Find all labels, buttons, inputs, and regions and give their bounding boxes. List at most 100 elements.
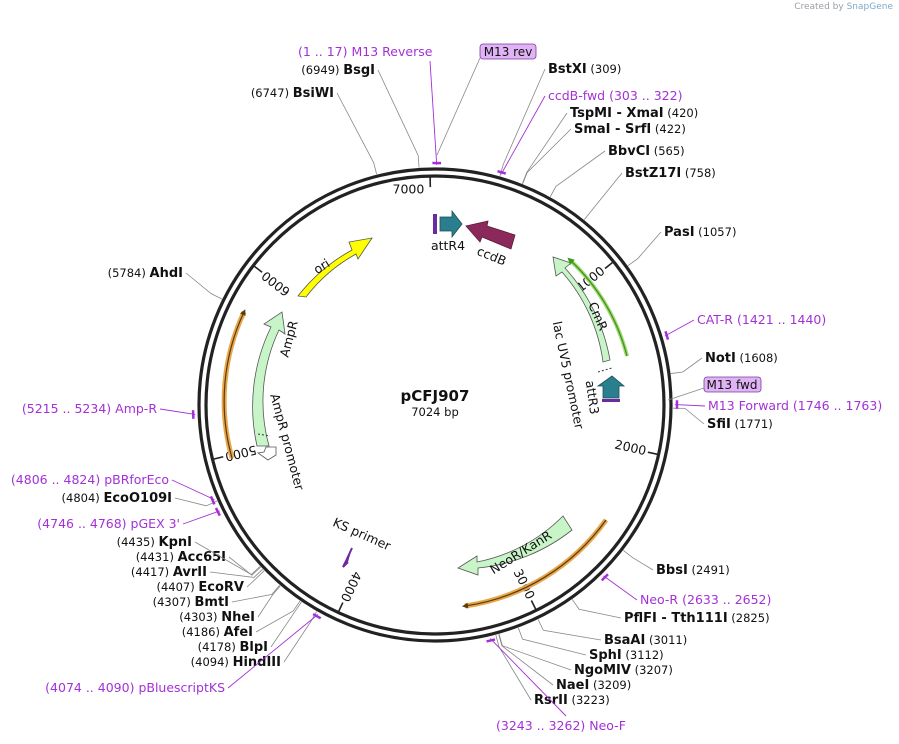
primer-range: (3243 .. 3262) (496, 718, 585, 733)
primer-site-pbluescriptks[interactable]: (4074 .. 4090) pBluescriptKS (45, 612, 322, 695)
tick-label: 4000 (338, 569, 365, 604)
enzyme-name: AvrII (173, 565, 207, 580)
plasmid-length: 7024 bp (411, 405, 459, 419)
cmr-feature[interactable] (552, 256, 611, 363)
enzyme-pos: (3011) (645, 633, 687, 647)
enzyme-label: PasI (1057) (664, 225, 736, 240)
enzyme-site-naei[interactable]: NaeI (3209) (498, 634, 631, 693)
enzyme-site-sphi[interactable]: SphI (3112) (517, 627, 664, 663)
primer-label: Neo-R (2633 .. 2652) (640, 592, 771, 607)
enzyme-label: (4435) KpnI (117, 535, 192, 550)
ori-label: ori (311, 256, 333, 277)
enzyme-site-bsiwi[interactable]: (6747) BsiWI (251, 86, 378, 175)
enzyme-name2: SrfI (625, 122, 651, 137)
enzyme-site-afei[interactable]: (4186) AfeI (182, 600, 301, 640)
enzyme-site-ngomiv[interactable]: NgoMIV (3207) (498, 634, 673, 678)
enzyme-name: SfiI (707, 417, 731, 432)
enzyme-site-sfii[interactable]: SfiI (1771) (672, 407, 773, 432)
enzyme-name: NheI (221, 610, 255, 625)
enzyme-name: Acc65I (178, 550, 226, 565)
enzyme-label: SphI (3112) (589, 648, 664, 663)
enzyme-label: (4431) Acc65I (136, 550, 226, 565)
ampr-feature[interactable] (252, 311, 286, 447)
ori-feature[interactable] (297, 237, 373, 298)
ampr-promoter-feature[interactable] (256, 446, 277, 461)
enzyme-site-bmti[interactable]: (4307) BmtI (153, 585, 280, 610)
enzyme-site-tspmi[interactable]: TspMI - XmaI (420) (521, 106, 698, 184)
neor-kanr-feature[interactable] (457, 515, 573, 576)
enzyme-pos: (4303) (179, 610, 221, 624)
enzyme-site-avrii[interactable]: (4417) AvrII (131, 565, 263, 580)
primer-site-cat-r[interactable]: CAT-R (1421 .. 1440) (664, 312, 826, 340)
watermark-brand: SnapGene (846, 2, 893, 12)
primer-site-ccdb-fwd[interactable]: ccdB-fwd (303 .. 322) (497, 88, 682, 175)
enzyme-name: BsiWI (293, 86, 334, 101)
primer-sites: (1 .. 17) M13 Reverse ccdB-fwd (303 .. 32… (11, 44, 882, 733)
primer-site-neo-f[interactable]: (3243 .. 3262) Neo-F (486, 638, 626, 733)
enzyme-pos: (3223) (568, 693, 610, 707)
lacuv5-promoter-label: lac UV5 promoter (550, 320, 588, 431)
attr4-feature[interactable] (439, 209, 463, 239)
enzyme-label: (6949) BsgI (301, 63, 375, 78)
enzyme-pos: (4435) (117, 535, 159, 549)
enzyme-name: PasI (664, 225, 695, 240)
enzyme-pos: (4307) (153, 595, 195, 609)
primer-range: (4074 .. 4090) (45, 680, 134, 695)
primer-range: (4806 .. 4824) (11, 472, 100, 487)
enzyme-pos: (422) (651, 122, 686, 136)
enzyme-site-bbsi[interactable]: BbsI (2491) (623, 550, 730, 578)
enzyme-pos: (2491) (688, 563, 730, 577)
m13-fwd-box[interactable]: M13 fwd (703, 376, 762, 393)
enzyme-name: PflFI (624, 611, 657, 626)
enzyme-site-ecoo109i[interactable]: (4804) EcoO109I (62, 491, 218, 507)
enzyme-label: NotI (1608) (705, 351, 778, 366)
enzyme-label: BbvCI (565) (608, 144, 685, 159)
enzyme-site-pflfi[interactable]: PflFI - Tth111I (2825) (571, 599, 770, 626)
primer-name: Neo-F (589, 718, 626, 733)
m13-rev-box[interactable]: M13 rev (479, 43, 537, 60)
primer-site-pbrforeco[interactable]: (4806 .. 4824) pBRforEco (11, 472, 216, 505)
enzyme-site-bsaai[interactable]: BsaAI (3011) (537, 619, 687, 648)
enzyme-pos: (4186) (182, 625, 224, 639)
enzyme-site-bbvci[interactable]: BbvCI (565) (549, 144, 685, 197)
enzyme-pos: (3112) (622, 648, 664, 662)
primer-site-m13-forward[interactable]: M13 Forward (1746 .. 1763) (674, 398, 882, 413)
enzyme-name: TspMI (570, 106, 612, 121)
tick-mark (252, 264, 263, 273)
ccdb-feature[interactable] (465, 220, 516, 250)
attr3-feature[interactable] (596, 375, 626, 399)
primer-site-amp-r[interactable]: (5215 .. 5234) Amp-R (22, 401, 196, 419)
enzyme-site-blpi[interactable]: (4178) BlpI (198, 601, 302, 655)
enzyme-label: (4804) EcoO109I (62, 491, 172, 506)
enzyme-site-acc65i[interactable]: (4431) Acc65I (136, 550, 261, 576)
ks-primer-label: KS primer (331, 514, 394, 553)
enzyme-site-smai[interactable]: SmaI - SrfI (422) (522, 122, 686, 184)
tick-mark (604, 261, 615, 270)
ccdb-label: ccdB (475, 243, 509, 268)
enzyme-name: BsaAI (604, 633, 645, 648)
enzyme-site-nhei[interactable]: (4303) NheI (179, 585, 281, 625)
enzyme-pos: (309) (587, 62, 622, 76)
primer-binding-mark (209, 495, 216, 505)
enzyme-pos: (758) (681, 166, 716, 180)
enzyme-pos: (5784) (108, 266, 150, 280)
enzyme-separator: - (611, 122, 625, 137)
enzyme-site-kpni[interactable]: (4435) KpnI (117, 535, 261, 576)
enzyme-site-ahdi[interactable]: (5784) AhdI (108, 266, 223, 300)
primer-site-m13-reverse[interactable]: (1 .. 17) M13 Reverse (298, 44, 442, 166)
enzyme-site-noti[interactable]: NotI (1608) (670, 351, 778, 374)
primer-site-neo-r[interactable]: Neo-R (2633 .. 2652) (600, 573, 772, 607)
enzyme-site-hindiii[interactable]: (4094) HindIII (191, 611, 317, 670)
primer-site-pgex-3[interactable]: (4746 .. 4768) pGEX 3' (37, 507, 221, 531)
enzyme-pos: (6747) (251, 86, 293, 100)
ampr-promoter-label: AmpR promoter (267, 392, 307, 493)
ks-primer-feature[interactable] (342, 547, 353, 568)
enzyme-site-pasi[interactable]: PasI (1057) (627, 225, 736, 267)
enzyme-name: BstXI (548, 62, 587, 77)
enzyme-site-bstz17i[interactable]: BstZ17I (758) (583, 166, 716, 220)
enzyme-label: (4407) EcoRV (157, 580, 245, 595)
enzyme-site-ecorv[interactable]: (4407) EcoRV (157, 570, 265, 595)
plasmid-name: pCFJ907 (401, 387, 470, 405)
enzyme-site-bsgi[interactable]: (6949) BsgI (301, 63, 420, 168)
